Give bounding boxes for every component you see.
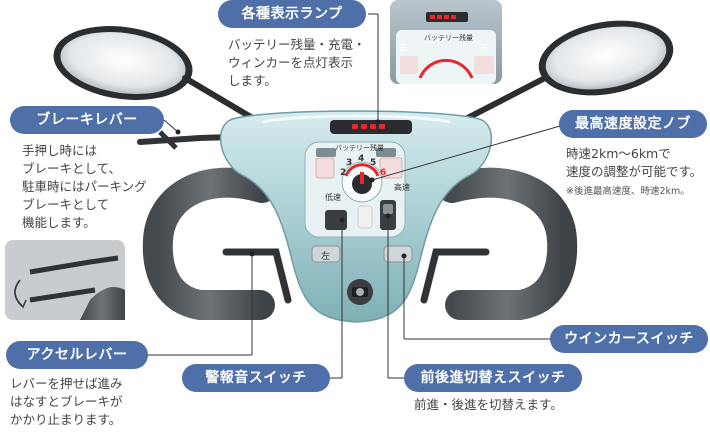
indicator-lamps-desc-3: します。 — [228, 73, 277, 88]
speed-knob-desc-1: 時速2km〜6kmで — [566, 146, 671, 161]
speed-knob-desc-2: 速度の調整が可能です。 — [566, 164, 703, 179]
winker-left-label: 左 — [321, 252, 331, 262]
direction-switch-label: 前後進切替えスイッチ — [404, 364, 582, 392]
speed-knob — [341, 161, 383, 203]
accel-lever-right — [420, 248, 490, 304]
inset-battery-label: バッテリー残量 — [424, 34, 473, 42]
speed-knob-note: ※後進最高速度、時速2km。 — [566, 186, 690, 197]
left-grip — [142, 167, 277, 320]
dial-number-6: 6 — [380, 168, 387, 178]
accel-lever-left — [222, 248, 292, 304]
brake-lever-label: ブレーキレバー — [10, 106, 164, 134]
brake-lever-desc-4: ブレーキとして — [22, 197, 110, 212]
brake-lever-desc-2: ブレーキとして、 — [22, 161, 122, 176]
brake-lever-desc-1: 手押し時には — [22, 143, 98, 158]
leader-lines — [148, 13, 568, 379]
brake-lever-desc-3: 駐車時にはパーキング — [22, 179, 147, 194]
dial-number-5: 5 — [370, 158, 377, 168]
accel-lever-desc-3: かかり止まります。 — [10, 412, 122, 427]
winker-switch-label: ウインカースイッチ — [550, 325, 708, 353]
accel-lever-desc-1: レバーを押せば進み — [10, 376, 123, 391]
indicator-lamps-desc-1: バッテリー残量・充電・ — [228, 37, 366, 52]
accel-lever-desc-2: はなすとブレーキが — [10, 394, 123, 409]
low-speed-label: 低速 — [325, 193, 341, 202]
accel-lever-label: アクセルレバー — [6, 341, 148, 369]
high-speed-label: 高速 — [394, 183, 410, 192]
speed-knob-label: 最高速度設定ノブ — [559, 110, 707, 138]
right-grip — [437, 167, 578, 320]
left-mirror — [53, 26, 269, 129]
leader-dots — [175, 119, 407, 259]
lever-closeup-inset — [5, 240, 125, 320]
brake-lever-desc-5: 機能します。 — [22, 215, 96, 230]
horn-switch-label: 警報音スイッチ — [182, 364, 330, 392]
key-switch — [347, 279, 373, 305]
dial-number-3: 3 — [346, 158, 353, 168]
panel-battery-label: バッテリー残量 — [335, 144, 384, 152]
indicator-lamps-desc-2: ウィンカーを点灯表示 — [228, 55, 354, 70]
right-mirror — [449, 20, 674, 129]
indicator-lamps-label: 各種表示ランプ — [218, 0, 366, 28]
lamp-leds — [352, 124, 385, 129]
inset-left-arrow: 左 — [399, 43, 407, 52]
inset-closeup — [390, 0, 502, 84]
dial-number-4: 4 — [358, 154, 365, 164]
dial-number-2: 2 — [340, 168, 347, 178]
direction-switch-desc: 前進・後進を切替えます。 — [414, 397, 563, 412]
inset-right-arrow: 右 — [480, 43, 488, 52]
